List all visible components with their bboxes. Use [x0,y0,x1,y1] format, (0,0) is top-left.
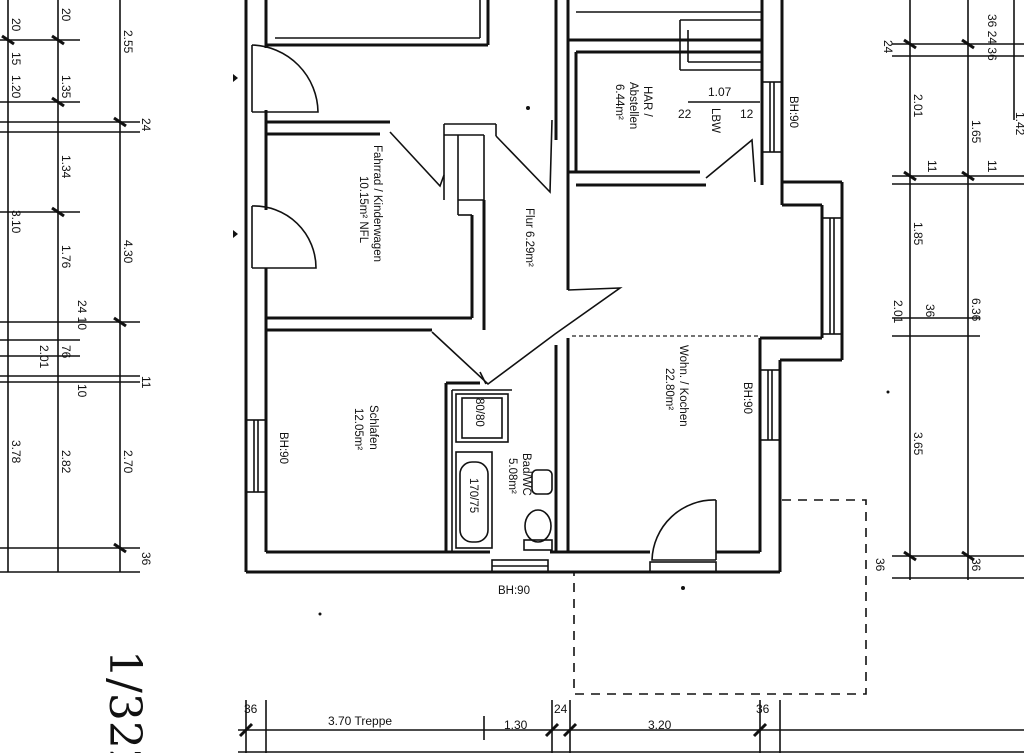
dim-right-185: 1.85 [911,222,925,246]
window-har [761,81,783,153]
dim-left-378: 3.78 [9,440,23,464]
room-fahrrad-area: 10.15m² NFL [357,176,369,244]
room-wohn-name: Wohn. / Kochen [677,345,689,427]
dim-left-176: 1.76 [59,245,73,269]
lbw-label: LBW [709,108,721,133]
room-bad-area: 5.08m² [506,458,518,494]
dim-left-310: 3.10 [9,210,23,234]
dim-left-10: 10 [75,384,89,398]
left-dimension-chain [0,0,140,573]
dim-bottom-36b: 36 [756,702,770,716]
room-har-sub: Abstellen [627,82,639,129]
entry-marker-top [233,74,238,82]
dim-right-365: 3.65 [911,432,925,456]
door-swing-fahrrad [251,205,317,269]
room-schlafen-name: Schlafen [367,405,379,450]
door-swing-top [251,44,319,113]
dim-left-134: 1.34 [59,155,73,179]
dim-right-col-11: 11 [139,376,153,389]
room-schlafen-area: 12.05m² [352,408,364,450]
dim-bottom-36: 36 [244,702,258,716]
dim-right-165: 1.65 [969,120,983,144]
window-wohn-side [821,217,843,335]
terrace-outline [573,499,867,695]
entry-marker-middle [233,230,238,238]
dim-bottom-320: 3.20 [648,718,672,732]
room-bad-name: Bad/WC [520,453,532,496]
window-wohn [759,369,781,441]
bathtub-label: 170/75 [467,478,479,513]
room-wohn-area: 22.80m² [663,368,675,410]
dim-bottom-24: 24 [554,702,568,716]
toilet [524,509,552,543]
flur-opening-bottom [431,287,623,386]
sink [531,469,553,495]
dim-bottom-treppe: 3.70 Treppe [328,714,392,728]
shower-label: 80/80 [473,398,485,427]
dim-right-11b: 11 [985,160,999,173]
sill-label-wohn: BH:90 [741,382,753,414]
dim-left-2410: 24 10 [75,300,89,330]
dim-right-201b: 2.01 [891,300,905,324]
har-dim-left: 22 [678,107,692,121]
interior-walls [266,0,762,552]
bottom-dimension-chain [238,700,1024,753]
dim-left-76: 76 [59,345,73,359]
window-wohn-bottom [649,561,717,573]
har-dim-right: 12 [740,107,754,121]
bottom-dimension-labels: 36 3.70 Treppe 1.30 24 3.20 36 [244,702,770,732]
dim-left-120: 1.20 [9,75,23,99]
exterior-walls [244,0,844,574]
dim-right-col-24: 24 [139,118,153,132]
dim-right-362436: 36 24 36 [985,14,999,61]
bathroom-fixtures [455,393,553,551]
dim-right-24: 24 [881,40,895,54]
dim-right-142: 1.42 [1013,112,1024,136]
dim-right-11a: 11 [925,160,939,173]
door-swing-wohn [651,499,717,561]
dim-left-20b: 20 [59,8,73,22]
dim-left-282: 2.82 [59,450,73,474]
dim-bottom-130: 1.30 [504,718,528,732]
dim-left-201: 2.01 [37,345,51,369]
dim-right-36d: 36 [969,558,983,572]
sill-label-bad: BH:90 [498,585,530,597]
dim-left-20: 20 [9,18,23,32]
right-dimension-labels: 24 36 24 36 2.01 1.42 1.65 11 11 1.85 36… [873,14,1024,572]
room-fahrrad-name: Fahrrad / Kinderwagen [371,145,383,262]
room-har-name: HAR / [641,86,653,117]
dim-left-135: 1.35 [59,75,73,99]
sill-label-har: BH:90 [787,96,799,128]
shower-tray [455,393,509,443]
dim-right-col-270: 2.70 [121,450,135,474]
dim-right-201: 2.01 [911,94,925,118]
dim-right-636: 6.36 [969,298,983,322]
flur-opening-left [389,131,445,188]
room-har-area: 6.44m² [613,84,625,120]
windows [245,81,843,573]
window-schlafen [245,419,267,493]
doors [251,44,756,561]
left-dimension-labels: 20 15 1.20 3.10 2.01 3.78 20 1.35 1.34 1… [9,8,153,566]
wohn-opening-top [705,138,756,183]
flur-opening-top [495,119,553,194]
har-dim-width: 1.07 [708,85,732,99]
dim-left-15: 15 [9,52,23,66]
fixture-labels: 80/80 170/75 BH:90 BH:90 BH:90 BH:90 LBW… [277,85,799,597]
room-labels: Fahrrad / Kinderwagen 10.15m² NFL Flur 6… [352,82,689,496]
dim-right-36c: 36 [873,558,887,572]
right-dimension-chain [892,0,1024,580]
dim-right-36b: 36 [923,304,937,318]
dim-right-col-430: 4.30 [121,240,135,264]
room-flur: Flur 6.29m² [523,208,535,267]
dim-right-col-255: 2.55 [121,30,135,54]
handwritten-note: 1/322 [99,650,150,753]
sill-label-schlafen: BH:90 [277,432,289,464]
bathtub [455,451,493,549]
dim-right-col-36: 36 [139,552,153,566]
